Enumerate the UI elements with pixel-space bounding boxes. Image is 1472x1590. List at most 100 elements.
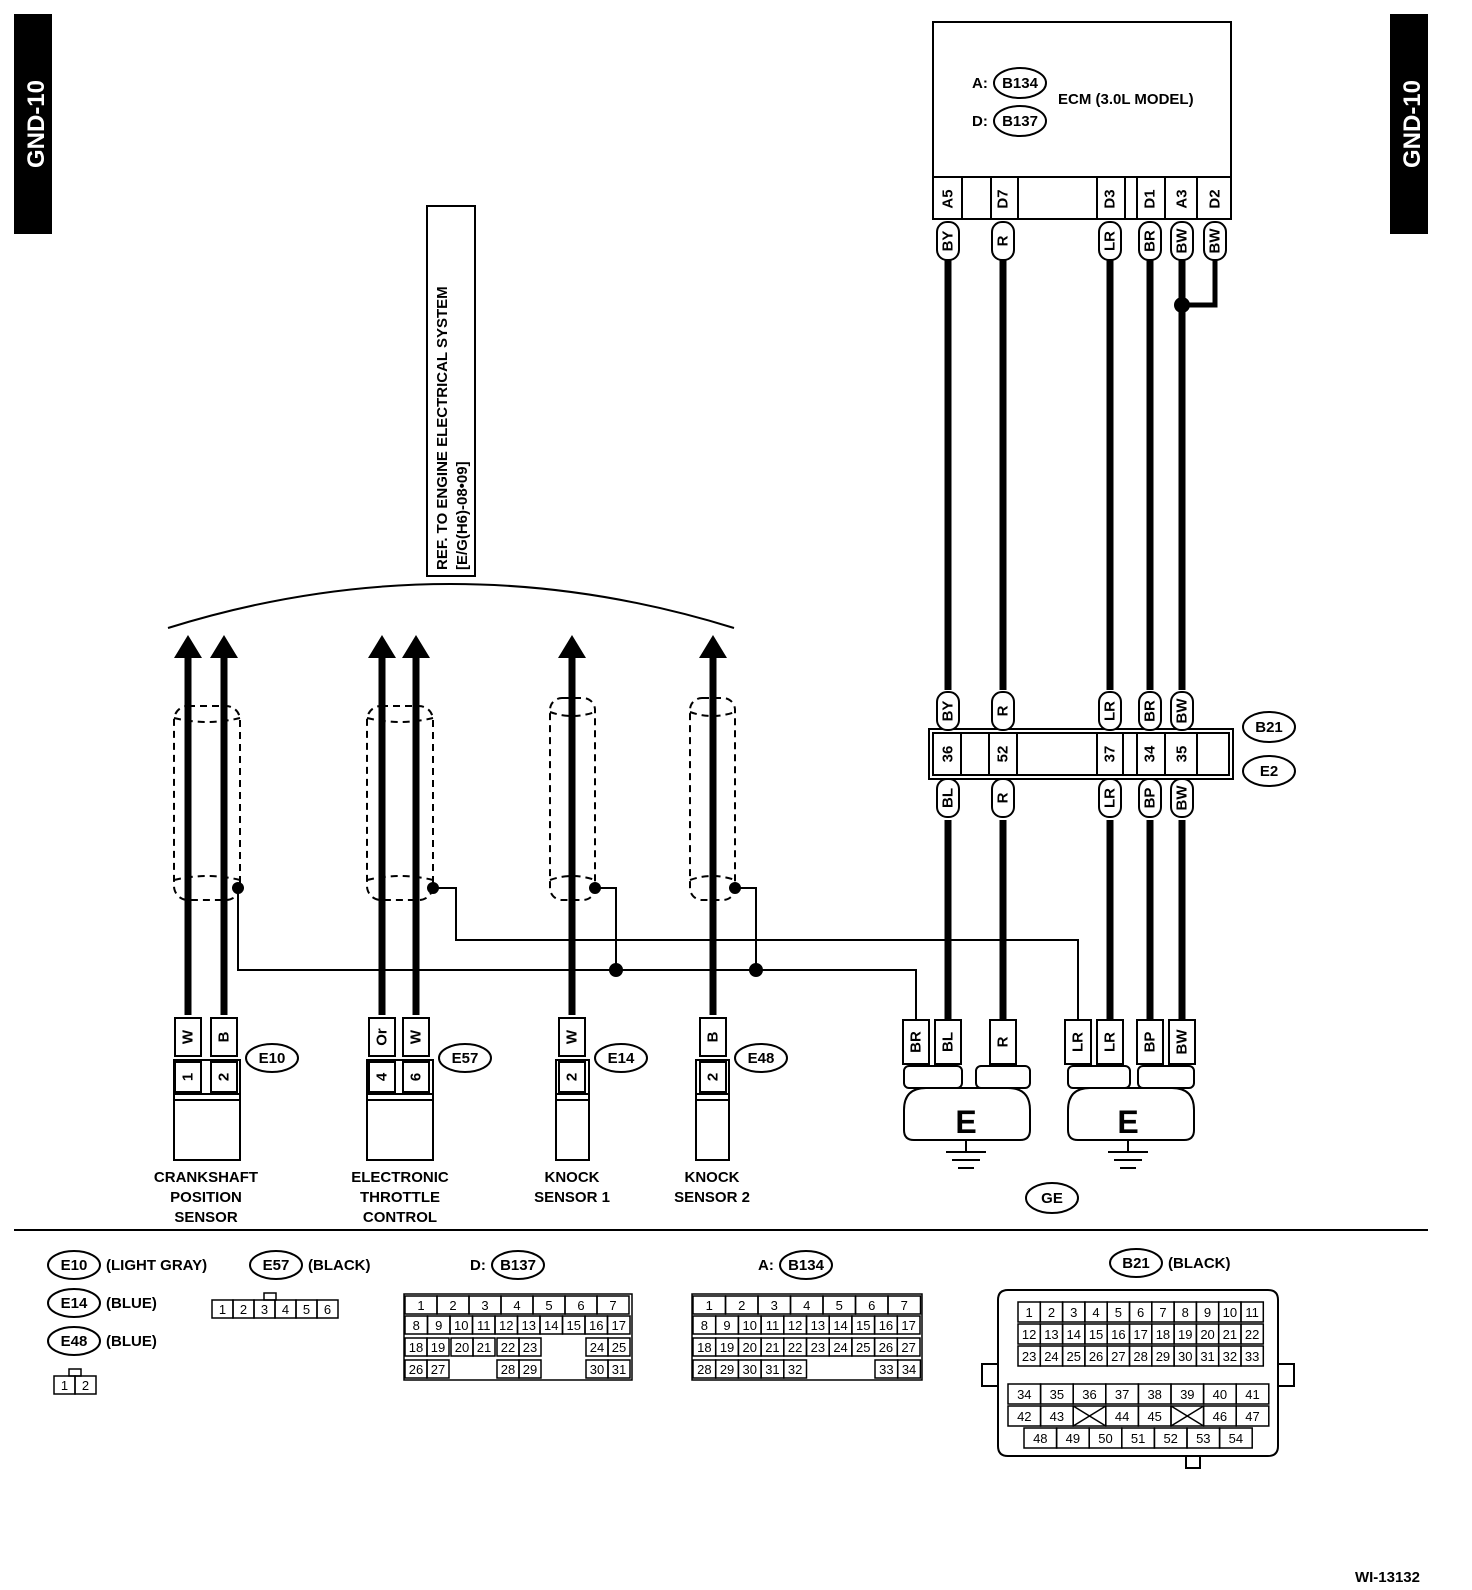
sensor-wire-color: W	[180, 1029, 197, 1044]
svg-text:D:: D:	[470, 1257, 486, 1274]
joint-bottom-color: LR	[1102, 788, 1119, 808]
b21-pin: 19	[1178, 1327, 1192, 1342]
b21-pin: 37	[1115, 1387, 1129, 1402]
wire-color-tag	[1203, 221, 1227, 261]
ecm-connector-prefix-a: A:	[972, 75, 988, 92]
b21-pin: 26	[1089, 1349, 1103, 1364]
b21-pin: 42	[1017, 1409, 1031, 1424]
b137-pin: 7	[609, 1298, 616, 1313]
b137-pin: 9	[435, 1318, 442, 1333]
b134-pin: 29	[720, 1362, 734, 1377]
sensor-wire-color: Or	[374, 1028, 391, 1046]
b21-pin: 4	[1092, 1305, 1099, 1320]
b21-pin: 18	[1156, 1327, 1170, 1342]
ecm-wire-color: BR	[1142, 230, 1159, 252]
b21-pin: 49	[1066, 1431, 1080, 1446]
ground-id: GE	[1025, 1182, 1079, 1214]
svg-text:E48: E48	[61, 1333, 88, 1350]
ground-wire-color: LR	[1070, 1032, 1087, 1052]
b137-pin: 6	[577, 1298, 584, 1313]
wire-color-tag	[1098, 778, 1122, 818]
ecm-pin-d2: D2	[1207, 189, 1224, 208]
b21-pin: 2	[1048, 1305, 1055, 1320]
svg-text:(BLUE): (BLUE)	[106, 1295, 157, 1312]
b137-pin: 17	[612, 1318, 626, 1333]
b134-pin: 14	[833, 1318, 847, 1333]
b137-pin: 31	[612, 1362, 626, 1377]
b134-pin: 34	[902, 1362, 916, 1377]
b21-pin: 33	[1245, 1349, 1259, 1364]
wire-color-tag	[936, 691, 960, 731]
b21-pin: 20	[1200, 1327, 1214, 1342]
b21-pin: 28	[1133, 1349, 1147, 1364]
b21-pin: 48	[1033, 1431, 1047, 1446]
b21-pin: 32	[1223, 1349, 1237, 1364]
sensor-wire-color: B	[216, 1031, 233, 1042]
svg-text:(LIGHT GRAY): (LIGHT GRAY)	[106, 1257, 207, 1274]
svg-text:GE: GE	[1041, 1190, 1063, 1207]
b21-pin: 30	[1178, 1349, 1192, 1364]
b137-pin: 12	[499, 1318, 513, 1333]
b137-pin: 10	[454, 1318, 468, 1333]
b137-pin: 24	[590, 1340, 604, 1355]
joint-pin-37: 37	[1102, 746, 1119, 763]
wire-color-tag	[1138, 221, 1162, 261]
b137-pin: 1	[417, 1298, 424, 1313]
joint-bottom-color: BW	[1174, 785, 1191, 811]
sensor-wire-color: W	[408, 1029, 425, 1044]
b21-pin: 54	[1229, 1431, 1243, 1446]
b21-pin: 40	[1213, 1387, 1227, 1402]
e57-pin: 6	[324, 1302, 331, 1317]
b137-pin: 19	[431, 1340, 445, 1355]
b21-pin: 46	[1213, 1409, 1227, 1424]
b134-pin: 6	[868, 1298, 875, 1313]
b137-pin: 29	[523, 1362, 537, 1377]
b134-pin: 4	[803, 1298, 810, 1313]
b21-pin: 22	[1245, 1327, 1259, 1342]
sensor-wires	[174, 635, 727, 1015]
arrow-up-icon	[210, 635, 238, 658]
sensor-pin: 2	[705, 1073, 722, 1081]
b137-pin: 28	[501, 1362, 515, 1377]
svg-text:E48: E48	[748, 1050, 775, 1067]
b134-pin: 16	[879, 1318, 893, 1333]
wire-color-tag	[991, 221, 1015, 261]
ecm-wire-color: BY	[940, 231, 957, 252]
b21-pin: 7	[1159, 1305, 1166, 1320]
reference-line-1: REF. TO ENGINE ELECTRICAL SYSTEM	[434, 286, 451, 570]
wire-color-tag	[936, 778, 960, 818]
b21-pin: 29	[1156, 1349, 1170, 1364]
b21-pin: 13	[1044, 1327, 1058, 1342]
e57-pin: 1	[219, 1302, 226, 1317]
page-tab-left: GND-10	[14, 14, 52, 234]
wire-color-tag	[1170, 778, 1194, 818]
b21-pin: 35	[1050, 1387, 1064, 1402]
svg-text:E57: E57	[452, 1050, 479, 1067]
b137-pin: 15	[567, 1318, 581, 1333]
b21-pin: 38	[1147, 1387, 1161, 1402]
sensor-pin: 4	[374, 1072, 391, 1081]
b21-pin: 52	[1163, 1431, 1177, 1446]
sensor-name: SENSOR 1	[534, 1189, 610, 1206]
arrow-up-icon	[368, 635, 396, 658]
ground-label-left: E	[955, 1104, 976, 1140]
wire-color-tag	[991, 778, 1015, 818]
b134-pin: 17	[901, 1318, 915, 1333]
b137-pin: 16	[589, 1318, 603, 1333]
b134-pin: 1	[706, 1298, 713, 1313]
svg-text:(BLACK): (BLACK)	[308, 1257, 370, 1274]
b21-pin: 47	[1245, 1409, 1259, 1424]
sensor-name: ELECTRONIC	[351, 1169, 449, 1186]
b134-pin: 2	[738, 1298, 745, 1313]
ecm-pin-d3: D3	[1102, 189, 1119, 208]
b137-pin: 18	[409, 1340, 423, 1355]
shield-drain-wires	[232, 882, 1079, 1022]
ecm-wire-color: BW	[1174, 228, 1191, 254]
b21-pin: 16	[1111, 1327, 1125, 1342]
